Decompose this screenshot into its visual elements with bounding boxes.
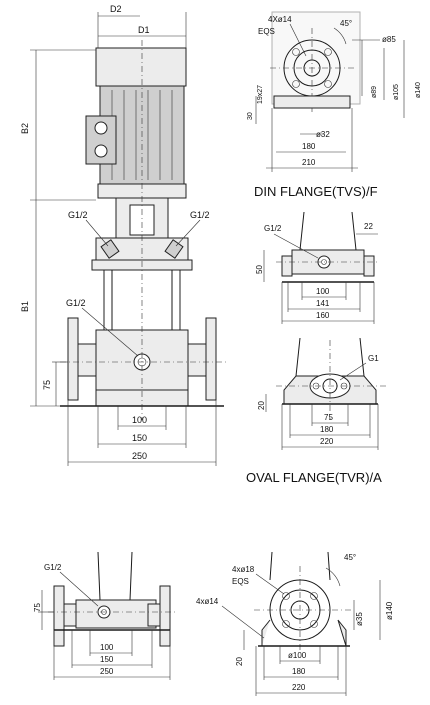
oval-flange-front-drawing: G1 20 75 180 220 [257, 337, 386, 450]
br-angle-label: 45° [344, 553, 356, 562]
dim-75: 75 [42, 380, 52, 390]
pump-elevation-drawing: D2 D1 [20, 4, 226, 466]
din-d85-label: ø85 [382, 35, 396, 44]
din-d32-label: ø32 [316, 130, 330, 139]
br-180-label: 180 [292, 667, 306, 676]
oval-side-160-label: 160 [316, 311, 330, 320]
din-angle-label: 45° [340, 19, 352, 28]
oval-front-g-label: G1 [368, 354, 379, 363]
bottom-left-drawing: G1/2 75 100 150 250 [33, 551, 176, 680]
dim-150: 150 [132, 433, 147, 443]
din-180-label: 180 [302, 142, 316, 151]
bl-100-label: 100 [100, 643, 114, 652]
din-holes-label: 4Xø14 [268, 15, 292, 24]
din-h27-label: 19x27 [257, 85, 264, 104]
br-d140-label: ø140 [385, 601, 394, 620]
br-holes18-label: 4xø18 [232, 565, 255, 574]
dim-100: 100 [132, 415, 147, 425]
oval-front-75-label: 75 [324, 413, 333, 422]
dim-d1: D1 [138, 25, 150, 35]
din-210-label: 210 [302, 158, 316, 167]
oval-side-g-label: G1/2 [264, 224, 282, 233]
label-g-left: G1/2 [68, 210, 88, 220]
din-eqs-label: EQS [258, 27, 275, 36]
din-d140-label: ø140 [415, 82, 422, 98]
bl-250-label: 250 [100, 667, 114, 676]
din-d105-label: ø105 [393, 84, 400, 100]
oval-front-20-label: 20 [257, 401, 266, 410]
bl-g-label: G1/2 [44, 563, 62, 572]
br-20-label: 20 [235, 657, 244, 666]
din-flange-drawing: 4Xø14 EQS 45° ø85 19x27 30 ø89 ø105 ø140… [247, 11, 422, 172]
bottom-right-drawing: 4xø18 EQS 45° 4xø14 ø140 ø35 20 ø100 180… [196, 551, 394, 696]
br-d35-label: ø35 [355, 612, 364, 626]
din-h30-label: 30 [247, 112, 254, 120]
dim-d2: D2 [110, 4, 122, 14]
oval-side-50-label: 50 [255, 265, 264, 274]
oval-side-141-label: 141 [316, 299, 330, 308]
din-flange-caption: DIN FLANGE(TVS)/F [254, 184, 378, 199]
bl-75-label: 75 [33, 603, 42, 612]
br-holes14-label: 4xø14 [196, 597, 219, 606]
label-g-drain: G1/2 [66, 298, 86, 308]
br-220-label: 220 [292, 683, 306, 692]
oval-flange-side-drawing: G1/2 22 50 100 141 160 [255, 211, 380, 324]
label-g-right: G1/2 [190, 210, 210, 220]
br-eqs-label: EQS [232, 577, 249, 586]
din-d89-label: ø89 [371, 86, 378, 98]
oval-front-220-label: 220 [320, 437, 334, 446]
dim-250: 250 [132, 451, 147, 461]
oval-side-22-label: 22 [364, 222, 373, 231]
oval-side-100-label: 100 [316, 287, 330, 296]
dim-b1: B1 [20, 301, 30, 312]
br-d100-label: ø100 [288, 651, 307, 660]
dim-b2: B2 [20, 123, 30, 134]
oval-flange-caption: OVAL FLANGE(TVR)/A [246, 470, 382, 485]
bl-150-label: 150 [100, 655, 114, 664]
oval-front-180-label: 180 [320, 425, 334, 434]
